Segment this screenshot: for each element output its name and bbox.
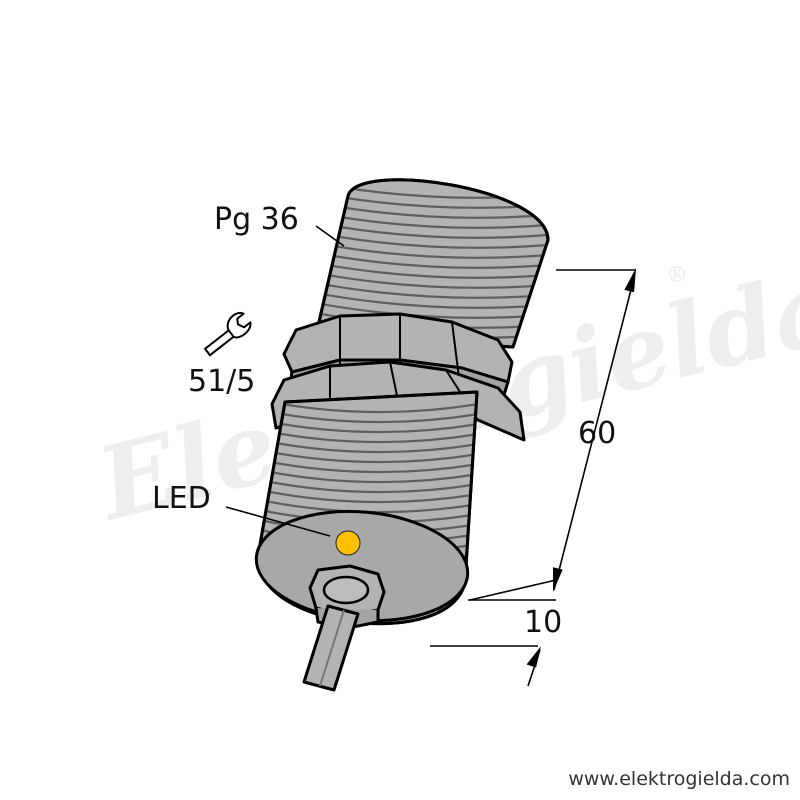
led-leader-line — [225, 506, 331, 537]
led-indicator — [335, 530, 361, 556]
registered-mark: ® — [666, 262, 688, 288]
thread-ring — [257, 486, 477, 504]
thread-ring — [257, 466, 477, 484]
thread-leader-line — [315, 225, 345, 247]
thread-ring — [316, 278, 548, 299]
footer-url: www.elektrogielda.com — [568, 768, 790, 790]
thread-ring — [257, 436, 477, 454]
led-label: LED — [152, 481, 211, 516]
thread-ring — [316, 268, 548, 289]
tip-length-dimension-label: 10 — [524, 605, 562, 640]
length-dimension-label: 60 — [578, 416, 616, 451]
thread-ring — [257, 476, 477, 494]
dimension-10 — [430, 599, 556, 687]
thread-ring — [257, 456, 477, 474]
cable — [302, 604, 360, 692]
wrench-icon — [203, 311, 252, 357]
dimension-60 — [469, 268, 636, 601]
thread-ring — [257, 446, 477, 464]
thread-label: Pg 36 — [214, 202, 299, 237]
wrench-size-label: 51/5 — [188, 364, 255, 399]
leader-lines — [225, 225, 345, 537]
